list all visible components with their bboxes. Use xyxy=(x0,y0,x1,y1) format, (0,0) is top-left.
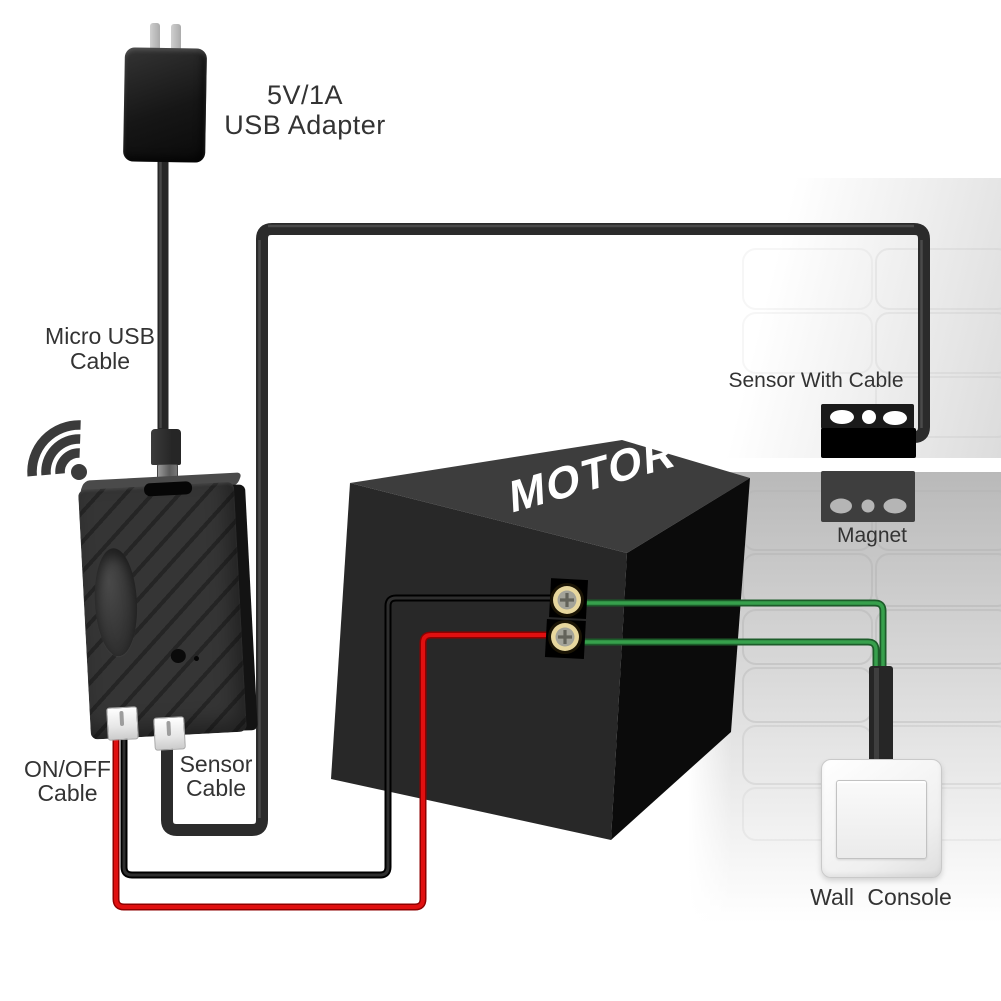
sensor-connector xyxy=(153,716,186,751)
sensor-cable xyxy=(161,223,930,836)
terminal-screw-top xyxy=(550,583,584,617)
door-panel xyxy=(742,609,873,665)
wall-console-label: Wall Console xyxy=(810,884,952,910)
adapter-prong xyxy=(171,24,181,54)
wall-console-button xyxy=(836,780,927,859)
door-panel xyxy=(875,609,1001,665)
connector-slit xyxy=(119,710,125,727)
on-off-cable-label: ON/OFF Cable xyxy=(0,757,135,805)
sensor-cable-label: Sensor Cable xyxy=(150,752,282,800)
on-off-label-line2: Cable xyxy=(37,780,98,806)
micro-usb-cable-label: Micro USB Cable xyxy=(25,324,175,374)
adapter-prong xyxy=(150,23,160,53)
connector-slit xyxy=(166,720,172,737)
sensor-with-cable-label: Sensor With Cable xyxy=(728,369,904,392)
usb-adapter-label-line1: 5V/1A xyxy=(266,80,344,110)
magnet-label: Magnet xyxy=(836,524,908,547)
wall-console-cable xyxy=(869,666,893,764)
micro-usb-cable xyxy=(157,158,169,429)
motor xyxy=(331,440,750,840)
on-off-label-line1: ON/OFF xyxy=(24,756,111,782)
green-wire-2 xyxy=(577,638,880,678)
terminal-screw-bottom xyxy=(548,620,582,654)
on-off-wire-red xyxy=(112,631,556,911)
micro-usb-plug xyxy=(151,429,181,465)
door-panel xyxy=(875,553,1001,607)
green-wire-1 xyxy=(584,599,887,678)
on-off-wire-black xyxy=(120,594,558,879)
wifi-icon xyxy=(27,420,87,480)
on-off-connector xyxy=(106,706,139,741)
door-sensor xyxy=(821,404,916,458)
wifi-switch xyxy=(78,472,258,742)
usb-port-slot xyxy=(143,481,193,497)
usb-adapter xyxy=(123,47,207,163)
door-panel xyxy=(875,248,1001,310)
magnet xyxy=(821,471,915,522)
sensor-cable-label-line1: Sensor xyxy=(179,751,253,777)
micro-usb-label-line2: Cable xyxy=(69,348,131,374)
door-panel xyxy=(742,248,873,310)
usb-adapter-label-line2: USB Adapter xyxy=(224,110,386,140)
sensor-cable-label-line2: Cable xyxy=(185,775,247,801)
usb-adapter-label: 5V/1A USB Adapter xyxy=(205,80,405,140)
micro-usb-label-line1: Micro USB xyxy=(45,323,155,349)
door-panel xyxy=(875,312,1001,374)
wall-console xyxy=(821,759,942,878)
door-panel xyxy=(742,312,873,374)
